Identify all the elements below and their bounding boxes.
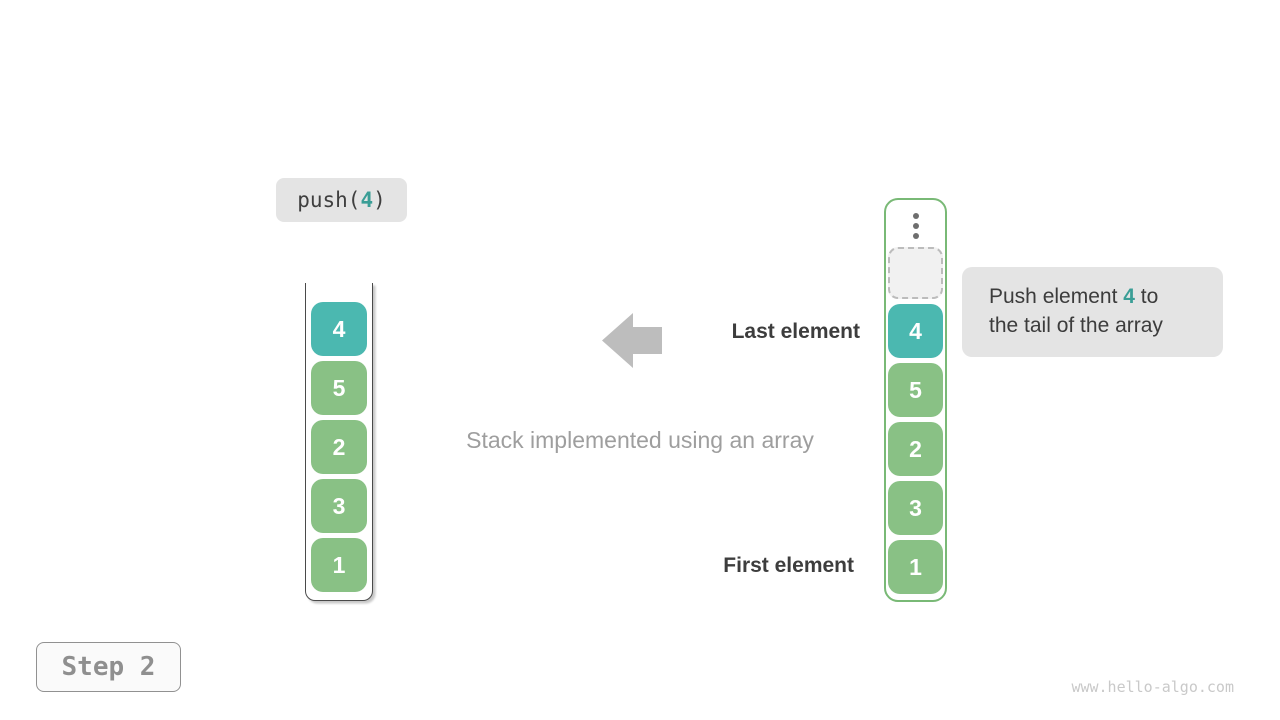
- push-tooltip: Push element 4 to the tail of the array: [962, 267, 1223, 357]
- array-cell: 1: [888, 540, 943, 594]
- operation-label: push(4): [276, 178, 407, 222]
- array-cell: 3: [888, 481, 943, 535]
- left-arrow-icon: [602, 313, 662, 368]
- tooltip-line2: the tail of the array: [989, 314, 1163, 337]
- tooltip-line1-before: Push element: [989, 285, 1124, 308]
- array-cell: 5: [888, 363, 943, 417]
- array-cell-pushed: 4: [888, 304, 943, 358]
- stack-cell: 5: [311, 361, 367, 415]
- array-cell: 2: [888, 422, 943, 476]
- stack-cell: 1: [311, 538, 367, 592]
- empty-array-slot: [888, 247, 943, 299]
- stack-caption: Stack implemented using an array: [466, 427, 814, 453]
- tooltip-line1-after: to: [1134, 285, 1159, 308]
- stack-cell: 2: [311, 420, 367, 474]
- stack-cell: 3: [311, 479, 367, 533]
- operation-argument: 4: [360, 188, 374, 212]
- step-badge: Step 2: [36, 642, 181, 692]
- operation-suffix: ): [373, 188, 386, 212]
- array-container: 4 5 2 3 1: [884, 198, 947, 602]
- operation-prefix: push(: [297, 188, 361, 212]
- last-element-label: Last element: [731, 320, 860, 343]
- stack-container: 4 5 2 3 1: [305, 283, 373, 601]
- first-element-label: First element: [723, 554, 854, 577]
- stack-cell-pushed: 4: [311, 302, 367, 356]
- watermark: www.hello-algo.com: [1071, 678, 1234, 696]
- tooltip-value: 4: [1123, 285, 1135, 308]
- ellipsis-icon: [912, 210, 919, 242]
